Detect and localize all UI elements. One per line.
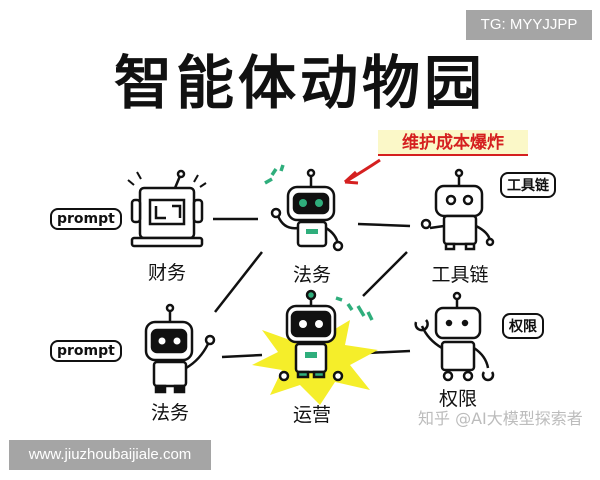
label-legal-bottom: 法务 [150,402,189,424]
footer-url-badge: www.jiuzhoubaijiale.com [9,440,211,470]
legal-robot-bottom-icon [144,303,216,394]
finance-robot-icon [127,169,207,248]
page-title: 智能体动物园 [113,49,486,117]
operations-robot-icon [278,289,374,382]
label-operations: 运营 [292,404,331,426]
zhihu-watermark: 知乎 @AI大模型探索者 [418,409,583,428]
prompt-bubble-legal: prompt [50,340,122,362]
top-badge: TG: MYYJJPP [466,10,592,40]
prompt-bubble-finance: prompt [50,208,122,230]
permissions-robot-icon [414,291,495,382]
permissions-bubble: 权限 [502,313,544,339]
legal-robot-top-icon [264,164,344,252]
toolchain-robot-icon [420,168,495,251]
label-toolchain: 工具链 [431,264,489,286]
cost-annotation: 维护成本爆炸 [378,130,528,156]
label-legal-top: 法务 [292,264,331,286]
connector-lines [213,217,411,359]
toolchain-bubble: 工具链 [500,172,556,198]
label-permissions: 权限 [438,388,477,410]
red-arrow-icon [343,158,381,185]
label-finance: 财务 [147,262,186,284]
